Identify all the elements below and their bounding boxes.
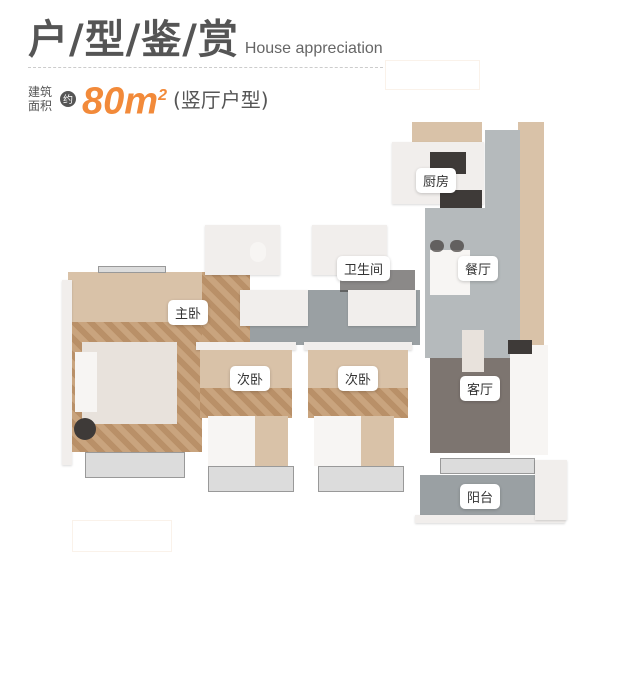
- bedroom3-floor: [308, 388, 408, 418]
- living-armchair: [462, 330, 484, 372]
- page-subtitle: House appreciation: [244, 40, 383, 57]
- room-label-dining[interactable]: 餐厅: [458, 256, 499, 281]
- bedroom3-blanket: [361, 416, 394, 466]
- partition-wall: [348, 290, 416, 326]
- room-label-master-bedroom[interactable]: 主卧: [168, 300, 209, 325]
- master-window: [98, 266, 166, 273]
- bedroom2-wall: [196, 342, 296, 350]
- page-title: 户/型/鉴/赏: [28, 17, 239, 63]
- area-number: 80m: [82, 80, 159, 123]
- bedroom3-window: [318, 466, 404, 492]
- balcony-sink-area: [535, 460, 567, 520]
- living-sofa: [510, 345, 548, 455]
- dining-chair: [450, 240, 464, 252]
- right-wall-panel: [518, 122, 544, 352]
- page-header: 户/型/鉴/赏 House appreciation: [28, 18, 383, 62]
- area-label-line2: 面积: [28, 98, 53, 113]
- watermark: [72, 520, 172, 552]
- area-info: 建筑 面积 约 80m2 (竖厅户型): [28, 76, 269, 122]
- bath1-toilet: [250, 242, 266, 262]
- partition-wall: [240, 290, 308, 326]
- master-bed-pillows: [75, 352, 97, 412]
- bedroom2-window: [208, 466, 294, 492]
- room-label-second-bedroom-2[interactable]: 次卧: [338, 366, 379, 391]
- kitchen-cabinets: [412, 122, 482, 144]
- bedroom3-wall: [304, 342, 412, 350]
- area-label-line1: 建筑: [28, 84, 53, 99]
- room-label-bathroom[interactable]: 卫生间: [337, 256, 391, 281]
- area-label: 建筑 面积: [28, 85, 56, 113]
- room-label-kitchen[interactable]: 厨房: [416, 168, 457, 193]
- master-bed: [82, 342, 177, 424]
- room-label-living-room[interactable]: 客厅: [460, 376, 501, 401]
- living-side-table: [508, 340, 532, 354]
- living-rug: [430, 358, 515, 453]
- header-divider: [28, 67, 383, 68]
- nightstand: [74, 418, 96, 440]
- watermark: [385, 60, 480, 90]
- kitchen-floor: [440, 190, 482, 208]
- balcony-railing: [415, 515, 565, 523]
- area-value: 80m2: [82, 76, 167, 122]
- approx-badge: 约: [60, 90, 76, 107]
- bedroom2-floor: [200, 388, 292, 418]
- layout-type: (竖厅户型): [172, 88, 269, 113]
- balcony-door: [440, 458, 535, 474]
- bath1-wall: [205, 225, 280, 275]
- master-wall-left: [62, 280, 72, 465]
- room-label-second-bedroom-1[interactable]: 次卧: [230, 366, 271, 391]
- master-bay-window: [85, 452, 185, 478]
- room-label-balcony[interactable]: 阳台: [460, 484, 501, 509]
- dining-chair: [430, 240, 444, 252]
- area-unit-superscript: 2: [158, 87, 167, 104]
- bedroom2-blanket: [255, 416, 288, 466]
